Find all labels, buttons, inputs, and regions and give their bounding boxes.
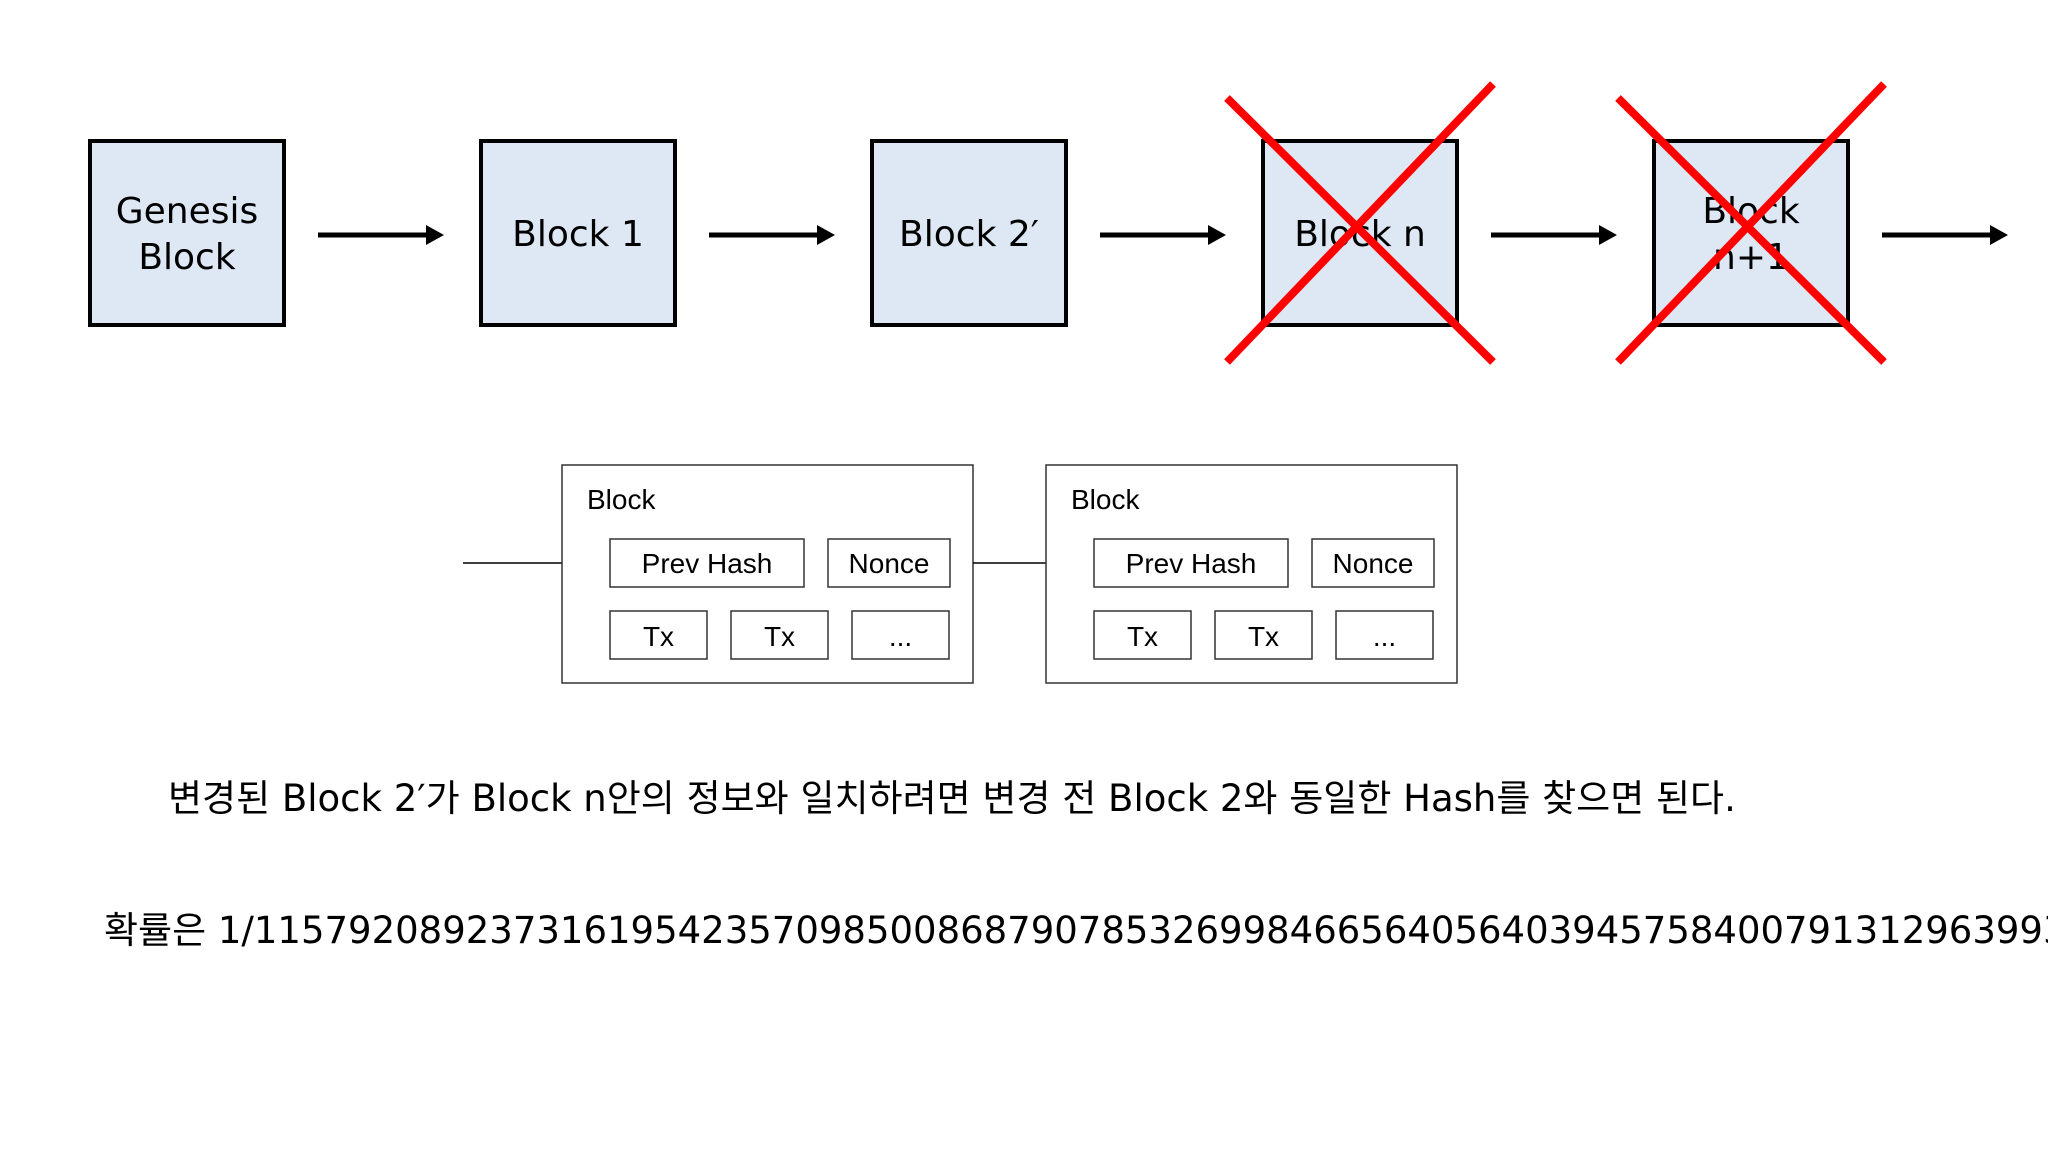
prev-hash-field: Prev Hash xyxy=(1126,548,1257,579)
cross-mark-icon xyxy=(1615,81,1887,365)
chain-block-label: Block xyxy=(138,237,236,278)
cross-mark-icon xyxy=(1224,81,1496,365)
tx-field: Tx xyxy=(1127,621,1158,652)
tx-field: ... xyxy=(1373,621,1396,652)
probability-caption: 확률은 1/1157920892373161954235709850086879… xyxy=(104,909,2048,952)
chain-block-box xyxy=(88,139,286,327)
chain-arrow xyxy=(318,225,444,245)
tx-field: Tx xyxy=(1248,621,1279,652)
structure-block-title: Block xyxy=(1071,484,1140,515)
structure-block-title: Block xyxy=(587,484,656,515)
chain-arrow xyxy=(709,225,835,245)
nonce-field: Nonce xyxy=(1333,548,1414,579)
prev-hash-field: Prev Hash xyxy=(642,548,773,579)
chain-block: Block 1 xyxy=(479,139,677,327)
explanation-caption: 변경된 Block 2′가 Block n안의 정보와 일치하려면 변경 전 B… xyxy=(168,777,1736,820)
chain-arrow xyxy=(1100,225,1226,245)
chain-block-label: Genesis xyxy=(116,191,259,232)
tx-field: Tx xyxy=(643,621,674,652)
chain-arrow xyxy=(1882,225,2008,245)
chain-block: Block 2′ xyxy=(870,139,1068,327)
tx-field: Tx xyxy=(764,621,795,652)
nonce-field: Nonce xyxy=(849,548,930,579)
chain-block: Block n xyxy=(1224,81,1496,365)
chain-block-label: Block 1 xyxy=(512,214,644,255)
chain-block-box xyxy=(870,139,1068,327)
chain-block-box xyxy=(479,139,677,327)
chain-block-label: Block 2′ xyxy=(899,214,1039,255)
chain-arrow xyxy=(1491,225,1617,245)
tx-field: ... xyxy=(889,621,912,652)
